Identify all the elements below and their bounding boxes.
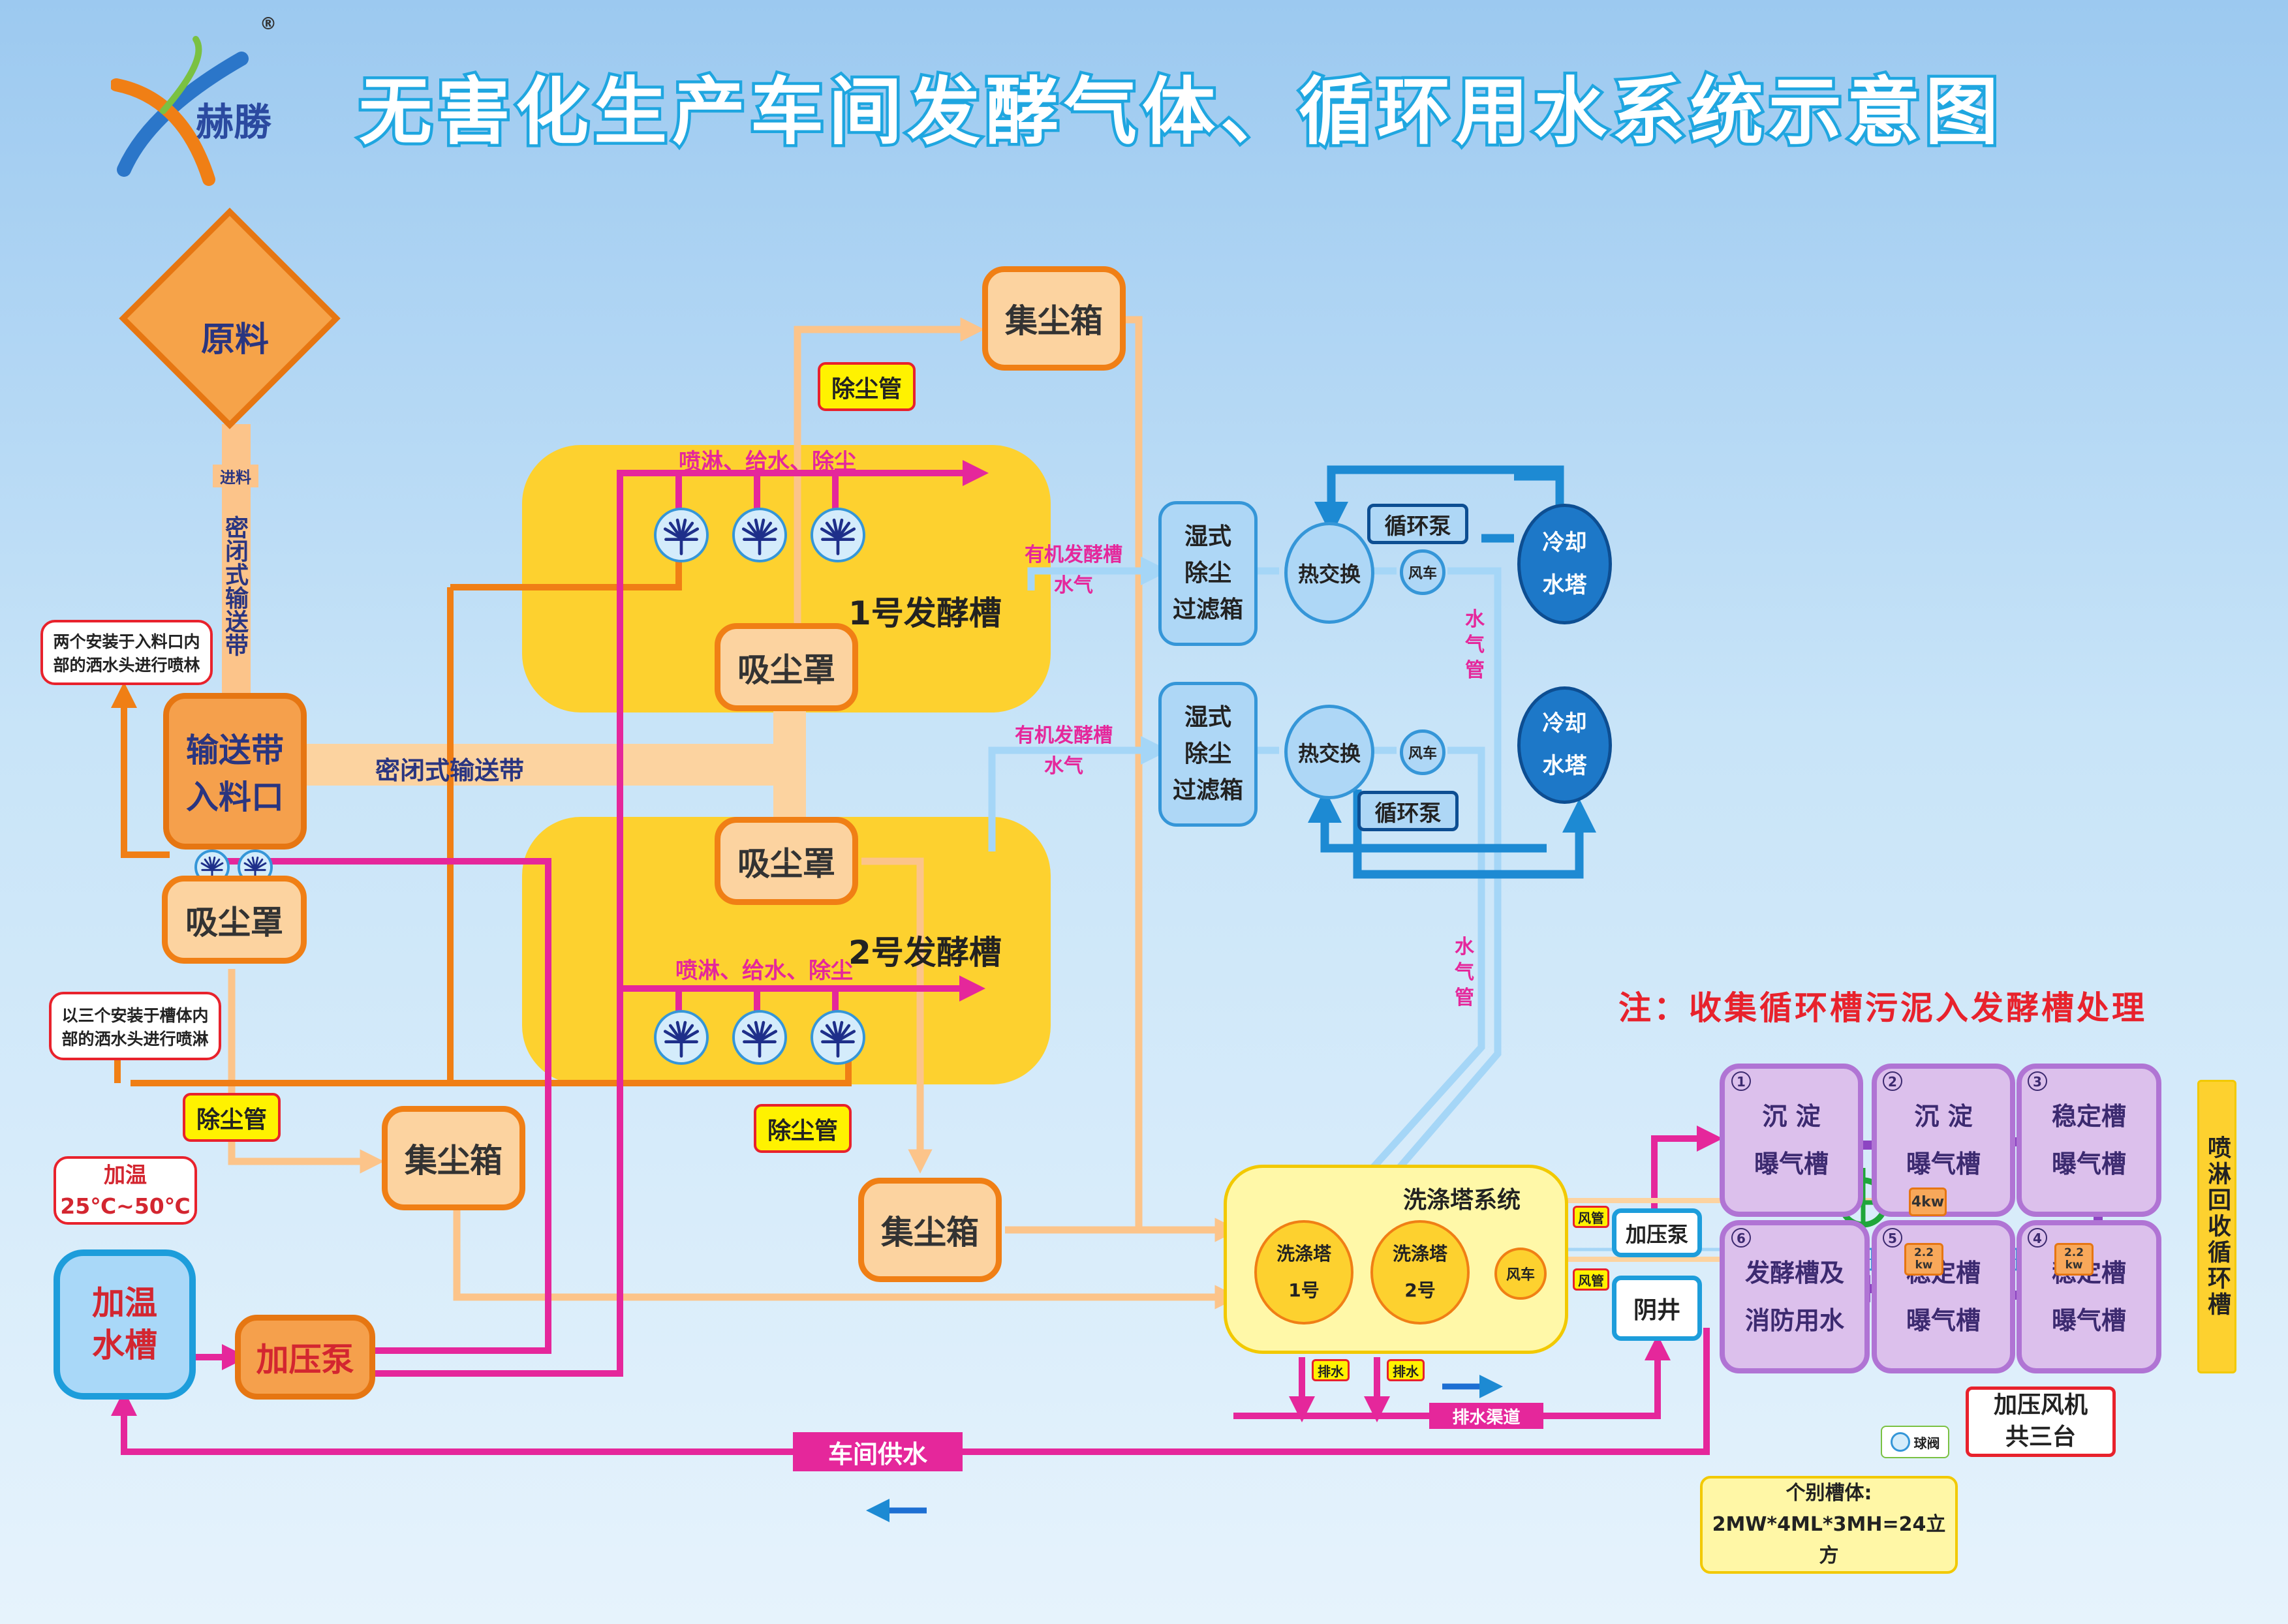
supply-to-heat-tank	[111, 1390, 1707, 1455]
valve-icon	[1890, 1432, 1910, 1452]
logo-icon	[111, 36, 249, 186]
pump-to-basins	[1651, 1126, 1723, 1214]
heating-range-note: 加温 25℃~50℃	[54, 1156, 197, 1225]
sprinkler-icon	[654, 1010, 709, 1065]
logo-text: 赫勝	[196, 100, 272, 144]
sprinkler-icon	[732, 1010, 787, 1065]
fan-2: 风车	[1400, 729, 1445, 775]
pump-left: 加压泵	[235, 1315, 375, 1400]
dust-hood-tank1: 吸尘罩	[715, 623, 858, 711]
gas-label-1: 有机发酵槽 水气	[1025, 544, 1122, 597]
drainage-channel-label: 排水渠道	[1429, 1403, 1543, 1429]
tank2-label: 2号发酵槽	[848, 934, 1002, 972]
power-tag-2-2kw-b: 2.2 kw	[2054, 1243, 2094, 1276]
circulation-pump-1: 循环泵	[1367, 504, 1468, 544]
vapor-tank2-to-wet2	[988, 736, 1169, 851]
basin-1: 沉 淀 曝气槽	[1720, 1064, 1863, 1217]
registered-mark: ®	[260, 14, 277, 34]
sealed-conveyor-horizontal	[307, 744, 777, 786]
tank2-spray-label: 喷淋、给水、除尘	[675, 958, 853, 984]
orange-pipe-to-note1	[111, 682, 170, 858]
drain-tag-1: 排水	[1312, 1359, 1350, 1381]
sealed-conveyor-horizontal-label: 密闭式输送带	[375, 756, 525, 785]
title-text: 无害化生产车间发酵气体、循环用水系统示意图	[359, 70, 2003, 155]
orange-pipe-tank2-spray	[450, 1057, 852, 1086]
page-title: 无害化生产车间发酵气体、循环用水系统示意图	[356, 67, 2003, 158]
dust-pipe-tag-top: 除尘管	[818, 362, 916, 411]
cooling-loop-2-bottom	[1353, 789, 1596, 879]
single-tank-volume-note: 个别槽体: 2MW*4ML*3MH=24立方	[1700, 1476, 1958, 1574]
dust-pipe-to-top-box	[794, 317, 985, 652]
wash-tower-1: 洗涤塔 1号	[1254, 1220, 1353, 1325]
pump-right: 加压泵	[1612, 1208, 1702, 1257]
wet-dust-filter-1: 湿式 除尘 过滤箱	[1158, 501, 1258, 646]
cooling-tower-2: 冷却 水塔	[1517, 686, 1612, 804]
dust-pipe-tag-left: 除尘管	[183, 1093, 281, 1142]
vapor-pipe-label-1: 水 气 管	[1465, 608, 1485, 682]
dust-pipe-left-to-mid-box	[228, 969, 384, 1174]
basin-number-badge: 1	[1731, 1071, 1751, 1091]
valve-legend: 球阀	[1881, 1426, 1949, 1458]
sprinkler-icon	[811, 1010, 865, 1065]
tank1-label: 1号发酵槽	[848, 594, 1002, 632]
spray-recovery-tank-label: 喷淋回收循环槽	[2197, 1080, 2236, 1373]
dust-pipe-top-down	[1126, 316, 1143, 1230]
note-tank-sprinklers: 以三个安装于槽体内部的洒水头进行喷淋	[49, 992, 221, 1060]
sprinkler-icon	[811, 508, 865, 562]
cooling-tower-1: 冷却 水塔	[1517, 504, 1612, 624]
heat-exchanger-1: 热交换	[1284, 522, 1374, 624]
raw-material-label: 原料	[200, 320, 269, 360]
wash-tower-2: 洗涤塔 2号	[1370, 1220, 1470, 1325]
dust-hood-left: 吸尘罩	[162, 876, 307, 964]
tank1-spray-label: 喷淋、给水、除尘	[679, 449, 856, 475]
sludge-note: 注：收集循环槽污泥入发酵槽处理	[1618, 989, 2147, 1027]
heat-exchanger-2: 热交换	[1284, 705, 1374, 799]
drain-tag-2: 排水	[1387, 1359, 1425, 1381]
pump-to-conveyor	[215, 858, 551, 1354]
basin-number-badge: 3	[2028, 1071, 2047, 1091]
basin-number-badge: 5	[1883, 1228, 1902, 1248]
note-inlet-sprinklers: 两个安装于入料口内部的洒水头进行喷林	[40, 620, 213, 685]
dust-pipe-tag-bottom: 除尘管	[754, 1104, 852, 1153]
cooling-loop-2-inner	[1308, 789, 1547, 853]
sprinkler-icon	[732, 508, 787, 562]
dust-collector-bottom: 集尘箱	[858, 1178, 1002, 1282]
dust-collector-mid: 集尘箱	[382, 1106, 525, 1210]
dust-hood-tank2: 吸尘罩	[715, 817, 858, 905]
orange-pipe-tank1-spray	[450, 561, 682, 590]
fan-1: 风车	[1400, 549, 1445, 595]
sealed-conveyor-vertical-label: 密闭式输送带	[221, 515, 248, 656]
heating-water-tank: 加温 水槽	[54, 1249, 196, 1400]
fan-3: 风车	[1494, 1248, 1547, 1300]
sprinkler-icon	[654, 508, 709, 562]
basin-number-badge: 6	[1731, 1228, 1751, 1248]
valve-legend-label: 球阀	[1913, 1435, 1940, 1451]
blower-note: 加压风机 共三台	[1966, 1387, 2116, 1457]
power-tag-2-2kw-a: 2.2 kw	[1904, 1243, 1943, 1276]
manhole: 阴井	[1612, 1276, 1702, 1341]
hood-connector	[773, 708, 806, 822]
basin-number-badge: 4	[2028, 1228, 2047, 1248]
cooling-loop-1-ret	[1514, 472, 1564, 502]
basin-number-badge: 2	[1883, 1071, 1902, 1091]
feed-label: 进料	[213, 465, 258, 487]
gas-label-2: 有机发酵槽 水气	[1015, 724, 1113, 778]
dust-collector-top: 集尘箱	[982, 266, 1126, 371]
wet-dust-filter-2: 湿式 除尘 过滤箱	[1158, 682, 1258, 827]
power-tag-4kw: 4kw	[1909, 1187, 1947, 1216]
dust-pipe-tank2-to-bot-box	[861, 857, 933, 1174]
vapor-pipe-upper-to-wash	[1227, 567, 1502, 1220]
pump-to-tank1	[375, 460, 989, 1377]
workshop-water-supply-label: 车间供水	[793, 1432, 963, 1471]
dust-pipe-mid-to-wash	[453, 1210, 1239, 1310]
vapor-tank1-to-wet1	[1027, 557, 1169, 590]
vapor-pipe-label-2: 水 气 管	[1455, 936, 1474, 1009]
circulation-pump-2: 循环泵	[1357, 791, 1459, 831]
wash-tower-system-label: 洗涤塔系统	[1403, 1187, 1521, 1214]
air-duct-tag-1: 风管	[1573, 1206, 1609, 1228]
conveyor-inlet: 输送带 入料口	[163, 693, 307, 850]
air-duct-tag-2: 风管	[1573, 1268, 1609, 1291]
